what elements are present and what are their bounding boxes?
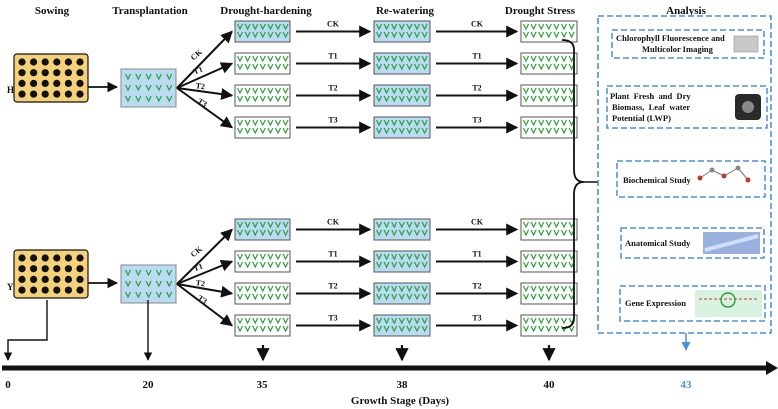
rewatering-box-y-t3 xyxy=(373,314,431,337)
analysis-panel xyxy=(597,15,772,334)
fan-arrow-y-t1 xyxy=(176,260,234,285)
rewatering-box-y-ck xyxy=(373,218,431,241)
rewatering-box-h-t2 xyxy=(373,84,431,107)
fan-label-h-t1: T1 xyxy=(192,65,204,77)
analysis-biomass-line1: Plant Fresh and Dry xyxy=(610,91,691,101)
hardening-box-y-t3 xyxy=(234,314,291,337)
stress-box-h-t2 xyxy=(520,84,578,107)
fan-arrow-h-ck xyxy=(176,30,233,89)
header-re-watering: Re-watering xyxy=(376,5,435,17)
stress-box-y-t1 xyxy=(520,250,578,273)
rewatering-box-y-t2 xyxy=(373,282,431,305)
variety-label-y: Y xyxy=(7,282,14,292)
analysis-item-gene-expression: Gene Expression xyxy=(619,285,766,322)
hardening-box-h-ck xyxy=(234,20,291,43)
analysis-item-biochemical: Biochemical Study xyxy=(616,160,766,198)
stress-label-h-1: T1 xyxy=(472,52,481,61)
variety-label-h: H xyxy=(7,85,14,95)
stress-box-h-ck xyxy=(520,20,578,43)
stress-label-h-2: T2 xyxy=(472,84,481,93)
fan-arrow-y-ck xyxy=(176,228,233,285)
header-drought-hardening: Drought-hardening xyxy=(220,5,312,17)
stress-label-y-1: T1 xyxy=(472,250,481,259)
stress-label-y-0: CK xyxy=(471,218,484,227)
section-band-icon xyxy=(704,234,759,252)
header-transplantation: Transplantation xyxy=(112,5,188,17)
rewater-label-y-3: T3 xyxy=(328,314,337,323)
hardening-box-h-t1 xyxy=(234,52,291,75)
fan-label-y-t1: T1 xyxy=(192,262,204,274)
transplant-box-y xyxy=(120,264,177,304)
rewater-label-h-1: T1 xyxy=(328,52,337,61)
tick-day-20: 20 xyxy=(143,379,155,391)
fan-arrow-h-t3 xyxy=(176,87,233,129)
hardening-box-y-ck xyxy=(234,218,291,241)
rewater-label-y-1: T1 xyxy=(328,250,337,259)
rewatering-box-h-t1 xyxy=(373,52,431,75)
rewatering-box-h-t3 xyxy=(373,116,431,139)
fan-label-h-t2: T2 xyxy=(195,81,205,91)
analysis-anatomical-label: Anatomical Study xyxy=(625,238,691,248)
analysis-biochemical-label: Biochemical Study xyxy=(623,175,692,185)
hardening-box-h-t3 xyxy=(234,116,291,139)
analysis-biomass-line3: Potential (LWP) xyxy=(612,113,671,123)
rewater-label-y-0: CK xyxy=(327,218,340,227)
fan-arrow-y-t2 xyxy=(176,283,234,298)
gene-expression-panel-icon xyxy=(695,290,762,317)
stress-label-h-3: T3 xyxy=(472,116,481,125)
header-analysis: Analysis xyxy=(666,5,706,17)
stress-box-y-t3 xyxy=(520,314,578,337)
header-sowing: Sowing xyxy=(35,5,70,17)
analysis-chlorophyll-line1: Chlorophyll Fluorescence and xyxy=(616,33,725,43)
stress-label-h-0: CK xyxy=(471,20,484,29)
rewatering-box-y-t1 xyxy=(373,250,431,273)
rewater-label-h-3: T3 xyxy=(328,116,337,125)
stress-box-y-ck xyxy=(520,218,578,241)
fan-arrow-h-t1 xyxy=(176,62,234,89)
stress-box-h-t3 xyxy=(520,116,578,139)
fan-label-y-t2: T2 xyxy=(195,278,206,288)
rewater-label-h-0: CK xyxy=(327,20,340,29)
pressure-gauge-icon xyxy=(742,101,754,113)
tick-day-38: 38 xyxy=(397,379,409,391)
imaging-device-icon xyxy=(733,35,759,53)
rewater-label-h-2: T2 xyxy=(328,84,337,93)
hardening-box-h-t2 xyxy=(234,84,291,107)
tick-day-40: 40 xyxy=(544,379,556,391)
plasmid-icon xyxy=(720,292,736,308)
tick-day-43: 43 xyxy=(681,379,693,391)
hardening-box-y-t1 xyxy=(234,250,291,273)
analysis-chlorophyll-line2: Multicolor Imaging xyxy=(642,44,714,54)
timeline-axis-label: Growth Stage (Days) xyxy=(351,395,450,407)
fan-label-y-t3: T3 xyxy=(196,293,209,306)
molecule-icon xyxy=(697,165,751,183)
analysis-biomass-line2: Biomass, Leaf water xyxy=(612,102,690,112)
stress-label-y-3: T3 xyxy=(472,314,481,323)
analysis-item-biomass: Plant Fresh and Dry Biomass, Leaf water … xyxy=(606,85,768,129)
stress-box-h-t1 xyxy=(520,52,578,75)
transplant-box-h xyxy=(120,68,177,108)
header-drought-stress: Drought Stress xyxy=(505,5,576,17)
seed-tray-h xyxy=(13,53,89,103)
fan-arrow-y-t3 xyxy=(176,283,233,327)
stress-box-y-t2 xyxy=(520,282,578,305)
tick-day-35: 35 xyxy=(257,379,269,391)
analysis-item-anatomical: Anatomical Study xyxy=(620,227,765,259)
fan-label-y-ck: CK xyxy=(189,244,205,259)
fan-arrow-h-t2 xyxy=(176,87,234,100)
hardening-box-y-t2 xyxy=(234,282,291,305)
stress-label-y-2: T2 xyxy=(472,282,481,291)
arrow-sowing-to-day0 xyxy=(3,300,48,361)
seed-tray-y xyxy=(13,249,89,299)
timeline-arrowhead xyxy=(766,361,778,375)
tick-day-0: 0 xyxy=(5,379,11,391)
rewatering-box-h-ck xyxy=(373,20,431,43)
analysis-gene-label: Gene Expression xyxy=(625,298,686,308)
fan-label-h-t3: T3 xyxy=(196,96,209,109)
fan-label-h-ck: CK xyxy=(189,47,205,62)
analysis-item-chlorophyll: Chlorophyll Fluorescence and Multicolor … xyxy=(611,29,765,59)
rewater-label-y-2: T2 xyxy=(328,282,337,291)
